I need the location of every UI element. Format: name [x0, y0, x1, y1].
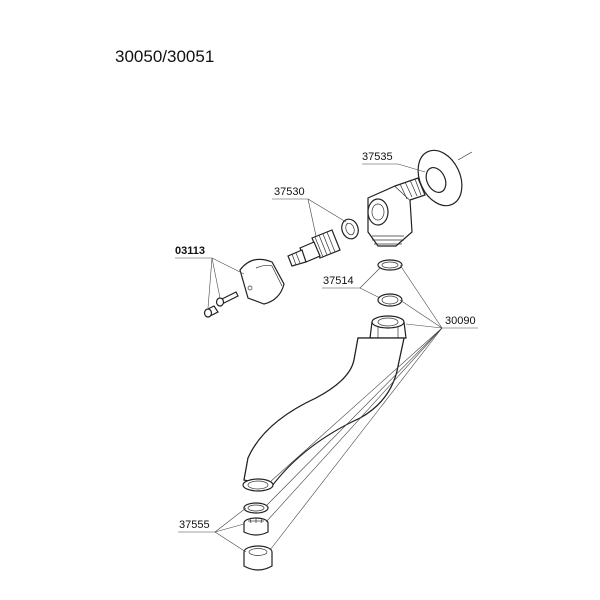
elbow-body	[367, 177, 426, 247]
diagram-title: 30050/30051	[115, 47, 214, 66]
handle-knob	[239, 258, 285, 305]
label-30090: 30090	[445, 315, 476, 327]
handle-cap	[203, 305, 219, 318]
aerator-washer	[243, 502, 269, 514]
spout-pipe	[243, 337, 405, 487]
spout-outlet	[242, 478, 274, 492]
label-37535: 37535	[362, 151, 393, 163]
wall-flange	[417, 149, 473, 207]
outlet-o-rings	[377, 259, 403, 307]
set-screw	[215, 291, 239, 307]
label-03113: 03113	[175, 245, 205, 257]
spout-swivel-nut	[369, 315, 407, 339]
valve-cartridge	[287, 229, 341, 267]
cartridge-washer	[341, 218, 359, 240]
label-37514: 37514	[323, 275, 354, 287]
label-37555: 37555	[179, 519, 210, 531]
leader-lines	[175, 163, 478, 553]
aerator-housing	[243, 545, 273, 571]
label-37530: 37530	[274, 186, 305, 198]
aerator-insert	[243, 517, 269, 536]
